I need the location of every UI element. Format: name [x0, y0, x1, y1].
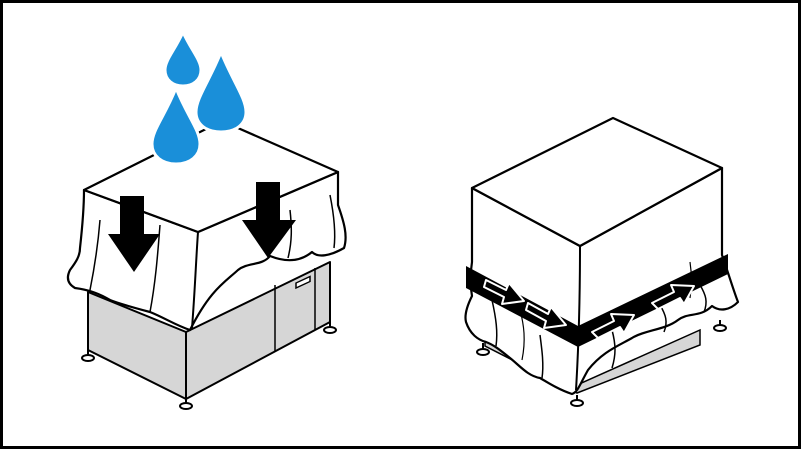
right-panel [464, 116, 740, 407]
cabinet-body [87, 261, 331, 400]
strap-arrow-icon [651, 284, 695, 310]
strap-arrow-icon [591, 313, 635, 339]
strap-arrow-icon [525, 302, 567, 329]
left-panel [66, 28, 347, 410]
strap-arrow-icon [483, 279, 525, 305]
down-arrow-icon [242, 182, 296, 258]
wrapped-cover [464, 116, 740, 396]
water-drop-icon [163, 28, 203, 88]
unit-feet [476, 320, 727, 407]
water-drop-icon [194, 47, 248, 134]
cabinet-feet [81, 322, 337, 410]
water-drop-icon [150, 83, 202, 166]
down-arrow-icon [108, 196, 160, 272]
